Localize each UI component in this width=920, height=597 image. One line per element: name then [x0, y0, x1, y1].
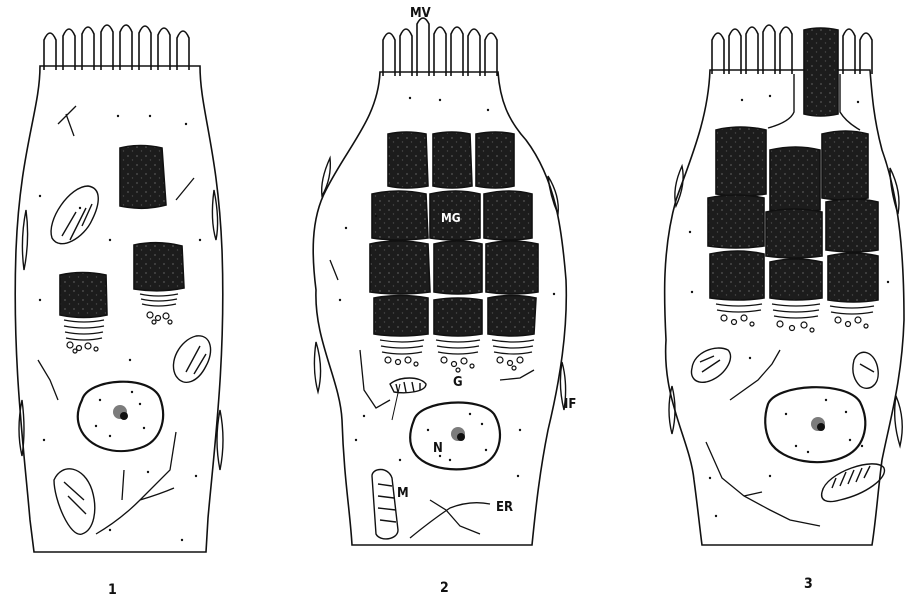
cell-3-mucous-granules [708, 28, 878, 302]
panel-number-1: 1 [108, 582, 117, 597]
cell-2-golgi [380, 340, 534, 372]
cell-3-microvilli [712, 25, 872, 74]
label-if: IF [564, 397, 576, 412]
label-mg: MG [441, 211, 461, 225]
panel-number-2: 2 [440, 580, 449, 596]
cell-3-endoplasmic-reticulum [706, 350, 820, 526]
cell-2-nucleus [410, 403, 500, 470]
panel-number-3: 3 [804, 576, 813, 592]
cell-1 [15, 25, 223, 552]
cell-3 [665, 25, 904, 545]
label-m: M [397, 486, 409, 501]
cell-2-mucous-granules [370, 132, 538, 336]
cell-1-mucous-granules [60, 146, 184, 318]
label-n: N [433, 441, 443, 456]
cell-1-outline [15, 66, 223, 552]
label-g: G [453, 375, 463, 390]
cell-1-nucleus [78, 382, 163, 451]
label-mv: MV [410, 6, 431, 21]
label-er: ER [496, 500, 513, 515]
cell-2 [313, 18, 566, 545]
cell-3-golgi [716, 304, 874, 332]
cell-3-nucleus [765, 387, 865, 462]
cell-1-microvilli [44, 25, 189, 70]
cell-1-lateral-folds [19, 190, 223, 470]
cell-2-microvilli [383, 18, 497, 76]
cell-3-mitochondria [692, 348, 885, 502]
